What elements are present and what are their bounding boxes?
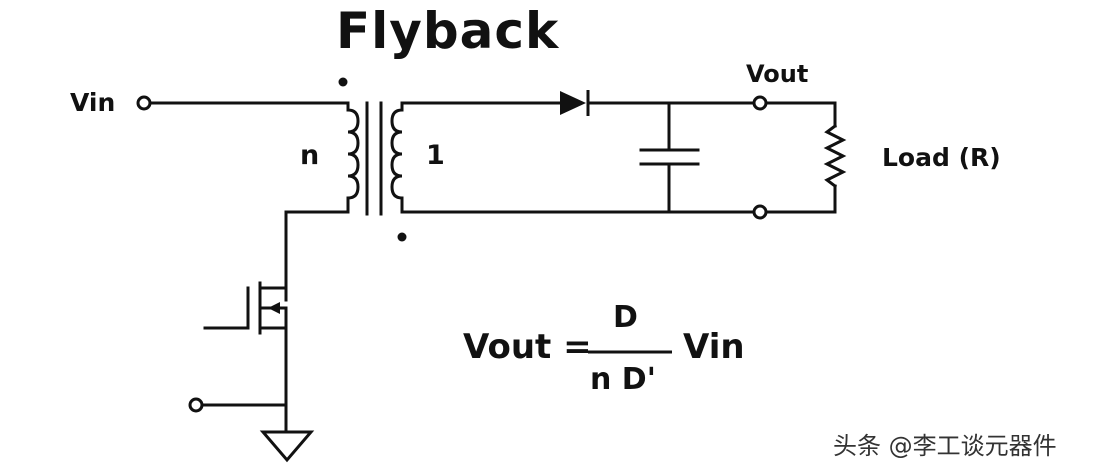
vin-terminal — [136, 95, 152, 111]
diagram-title: Flyback — [336, 2, 560, 60]
primary-winding — [346, 101, 360, 214]
load-top-wire — [766, 101, 837, 128]
vin-label: Vin — [70, 88, 116, 117]
ground-input-terminal — [188, 397, 204, 413]
equation-rhs: Vin — [683, 327, 745, 367]
secondary-winding — [390, 101, 404, 214]
equation-lhs: Vout = — [463, 327, 592, 367]
diode-symbol — [560, 91, 586, 115]
equation-denominator: n D' — [590, 362, 656, 397]
load-resistor — [823, 123, 847, 189]
load-bottom-wire — [766, 184, 837, 214]
equation-numerator: D — [613, 300, 638, 335]
primary-return-wire — [284, 210, 350, 302]
ground-symbol — [259, 430, 315, 463]
primary-turns-label: n — [300, 140, 320, 171]
secondary-polarity-dot — [397, 232, 407, 242]
watermark-text: 头条 @李工谈元器件 — [833, 432, 1057, 460]
primary-polarity-dot — [338, 77, 348, 87]
vout-terminal-bottom — [752, 204, 768, 220]
secondary-turns-label: 1 — [426, 140, 445, 171]
load-label: Load (R) — [882, 143, 1001, 172]
vout-label: Vout — [746, 60, 809, 88]
mosfet-arrow — [268, 302, 280, 314]
vout-terminal-top — [752, 95, 768, 111]
